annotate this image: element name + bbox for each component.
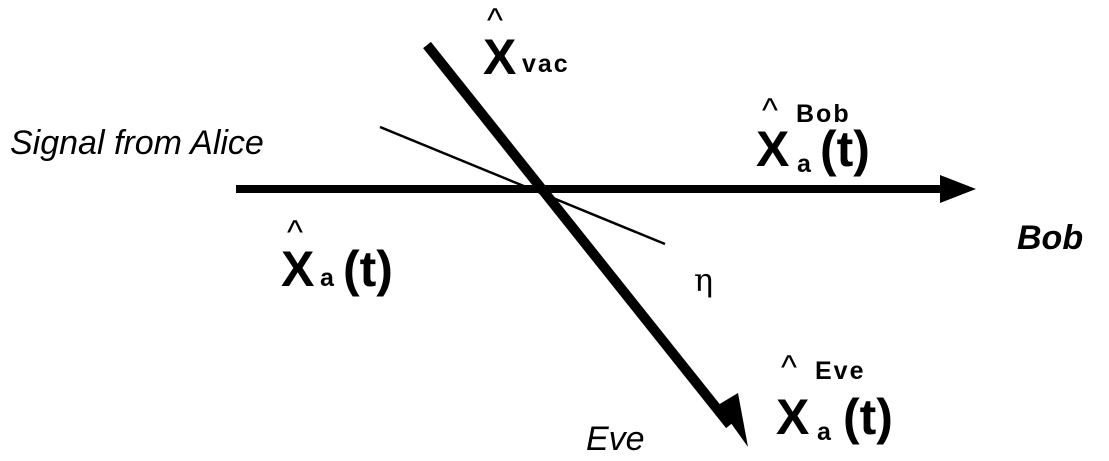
- x-bob-time: (t): [820, 121, 870, 177]
- transmissivity-eta: η: [694, 261, 714, 299]
- vacuum-eve-beam-line: [423, 41, 734, 429]
- x-a-subscript: a: [320, 264, 336, 292]
- x-eve-time: (t): [843, 389, 893, 445]
- x-vac-hat: ^: [487, 2, 503, 40]
- x-bob-subscript: a: [797, 150, 813, 178]
- x-bob-symbol: X: [756, 121, 790, 177]
- x-bob-superscript: Bob: [796, 100, 851, 128]
- bob-label: Bob: [1017, 219, 1084, 257]
- x-eve-subscript: a: [817, 418, 833, 446]
- signal-from-alice-label: Signal from Alice: [10, 124, 264, 162]
- eve-label: Eve: [586, 420, 645, 458]
- beam-splitter-line: [379, 125, 666, 246]
- x-a-time: (t): [343, 241, 393, 297]
- eve-arrowhead: [718, 393, 748, 447]
- x-a-hat: ^: [287, 214, 303, 252]
- x-vac-symbol: X: [483, 29, 517, 85]
- x-a-symbol: X: [281, 241, 315, 297]
- bob-arrowhead: [940, 175, 976, 203]
- x-eve-symbol: X: [776, 389, 810, 445]
- x-eve-hat: ^: [781, 349, 797, 387]
- x-bob-hat: ^: [762, 92, 778, 130]
- x-vac-subscript: vac: [522, 50, 570, 78]
- x-eve-superscript: Eve: [815, 357, 866, 385]
